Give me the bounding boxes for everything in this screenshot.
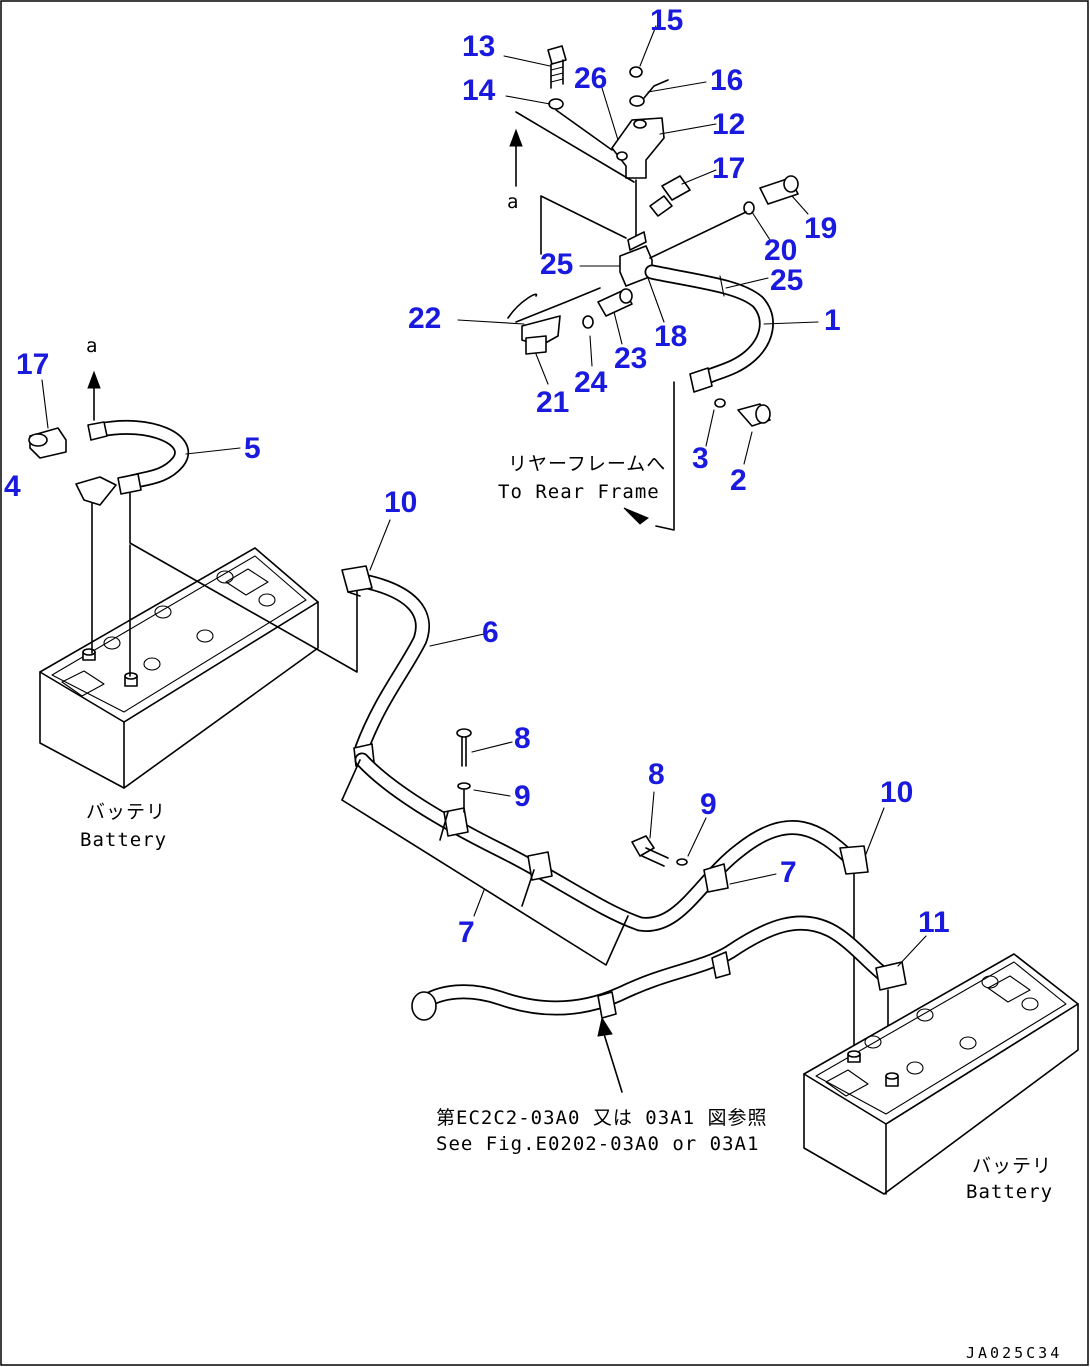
marker-a-top: a [507,191,519,213]
text-labels: a a リヤーフレームへ To Rear Frame バッテリ Battery … [80,191,1062,1362]
callout-2: 2 [730,464,747,497]
bolt-13 [547,45,567,110]
callout-14: 14 [462,74,496,107]
relay-18 [540,195,747,287]
marker-a-upper [509,128,523,187]
terminal-15-16 [629,66,669,107]
bolt-2 [714,398,771,427]
callout-17-top: 17 [712,152,745,185]
callout-8-upper: 8 [514,722,531,755]
callout-10-right: 10 [880,776,913,809]
drawing-code: JA025C34 [966,1344,1062,1362]
cable-5 [75,370,358,677]
see-fig-en: See Fig.E0202-03A0 or 03A1 [436,1133,759,1155]
callout-23: 23 [614,342,647,375]
callout-9-right: 9 [700,788,717,821]
battery-right [803,953,1079,1195]
callout-13: 13 [462,30,495,63]
rear-frame-en: To Rear Frame [498,481,660,503]
bolt-23 [582,288,633,329]
callout-7-right: 7 [780,856,797,889]
bolt-8-upper [456,728,472,813]
bolt-19 [743,175,799,215]
bolt-8-right [631,835,688,867]
callout-6: 6 [482,616,499,649]
cable-11 [411,915,907,1021]
battery-left-en: Battery [80,829,167,851]
marker-a-left: a [86,335,98,357]
callout-24: 24 [574,366,608,399]
switch-12 [515,109,665,237]
callout-12: 12 [712,108,745,141]
callout-16: 16 [710,64,743,97]
cable-22 [507,287,601,355]
see-fig-jp: 第EC2C2-03A0 又は 03A1 図参照 [436,1107,767,1129]
callout-15: 15 [650,4,683,37]
callout-5: 5 [244,432,261,465]
callout-17-left: 17 [16,348,49,381]
callout-22: 22 [408,302,441,335]
callout-18: 18 [654,320,687,353]
battery-left-jp: バッテリ [86,801,166,823]
callout-11: 11 [918,906,950,939]
terminal-17-top [649,175,691,217]
callout-20: 20 [764,234,797,267]
battery-right-en: Battery [966,1181,1053,1203]
callout-3: 3 [692,442,709,475]
cable-1 [623,264,774,531]
battery-right-jp: バッテリ [972,1155,1052,1177]
rear-frame-jp: リヤーフレームへ [508,453,666,475]
leader-lines [41,25,927,967]
callout-25-left: 25 [540,248,573,281]
callout-7-left: 7 [458,916,475,949]
callout-9-upper: 9 [514,780,531,813]
cable-7 [341,752,889,1081]
see-fig-arrow [597,1016,623,1093]
terminal-17-left [28,427,67,459]
callout-25-right: 25 [770,264,803,297]
callout-19: 19 [804,212,837,245]
callout-8-right: 8 [648,758,665,791]
cable-6 [341,565,431,767]
callout-26: 26 [574,62,607,95]
callout-4: 4 [4,470,21,503]
battery-left [39,547,319,789]
callouts: 13 14 26 15 16 12 17 19 20 25 25 1 22 18… [4,4,950,949]
callout-21: 21 [536,386,569,419]
callout-1: 1 [824,304,841,337]
callout-10-left: 10 [384,486,417,519]
